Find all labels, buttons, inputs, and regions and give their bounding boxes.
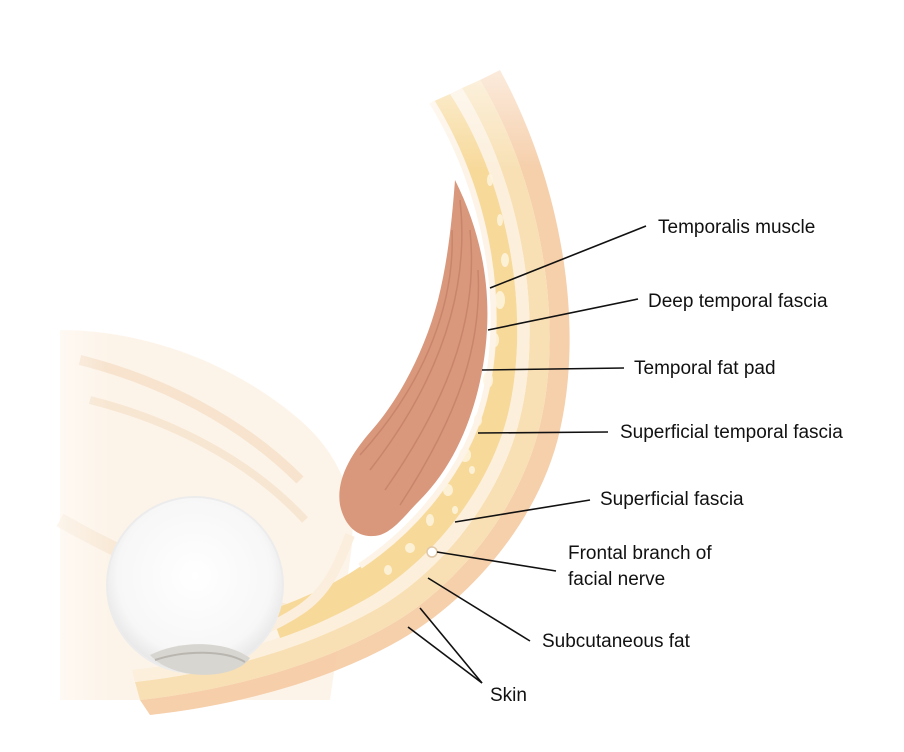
label-temporalis-muscle: Temporalis muscle — [658, 216, 815, 239]
label-superficial-temporal-fascia: Superficial temporal fascia — [620, 421, 843, 444]
label-subcutaneous-fat: Subcutaneous fat — [542, 630, 690, 653]
eye-globe — [107, 497, 283, 675]
leader-superficial-temporal-fascia — [478, 432, 608, 433]
leader-skin-1 — [420, 608, 482, 683]
label-frontal-branch-line2: facial nerve — [568, 568, 665, 591]
frontal-branch-nerve-dot — [427, 547, 437, 557]
label-temporal-fat-pad: Temporal fat pad — [634, 357, 776, 380]
label-skin: Skin — [490, 684, 527, 707]
leader-skin-2 — [408, 627, 482, 683]
label-deep-temporal-fascia: Deep temporal fascia — [648, 290, 828, 313]
label-frontal-branch-line1: Frontal branch of — [568, 542, 712, 565]
label-superficial-fascia: Superficial fascia — [600, 488, 744, 511]
